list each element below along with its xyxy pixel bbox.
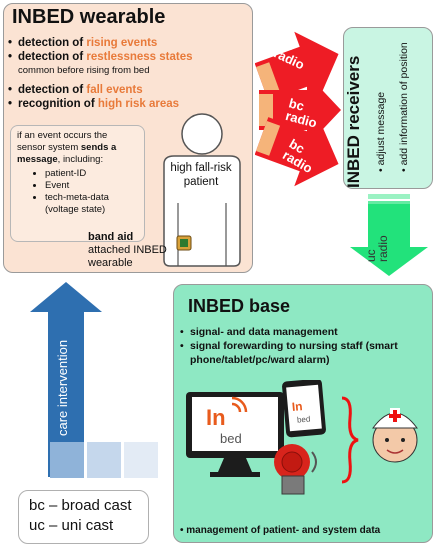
wearable-sensor-icon (176, 235, 192, 251)
band-aid-label: band aid attached INBED wearable (88, 231, 167, 269)
legend: bc – broad cast uc – uni cast (18, 490, 149, 544)
care-intervention-arrow (30, 282, 158, 478)
base-title: INBED base (188, 296, 291, 316)
legend-bc: bc – broad cast (29, 497, 132, 514)
base-feature-forward: signal forewarding to nursing staff (sma… (180, 339, 430, 367)
svg-text:In: In (291, 399, 303, 414)
receivers-title: INBED receivers (344, 55, 363, 188)
bc-radio-arrow-1 (255, 31, 339, 101)
care-intervention-label: care intervention (55, 339, 70, 436)
list-item: Event (45, 180, 138, 192)
patient-label: high fall-risk patient (170, 162, 232, 188)
unicast-arrow (350, 194, 428, 276)
base-feature-list: signal- and data management signal forew… (180, 325, 430, 367)
patient-figure (163, 113, 241, 267)
inbed-logo: In bed (206, 396, 248, 446)
patient-head-icon (181, 113, 223, 155)
feature-fall: detection of fall events (8, 83, 248, 97)
event-message-list: patient-ID Event tech-meta-data (voltage… (17, 168, 138, 216)
base-bottom-feature: • management of patient- and system data (180, 525, 381, 536)
list-item: tech-meta-data (voltage state) (45, 192, 138, 216)
receiver-feature-adjust: • adjust message (375, 91, 387, 172)
feature-restlessness: detection of restlessness states (8, 50, 248, 64)
receivers-panel (343, 27, 433, 189)
feature-rising: detection of rising events (8, 36, 248, 50)
receiver-feature-position: • add information of position (398, 42, 410, 172)
pc-monitor-icon (186, 392, 284, 477)
feature-risk-areas: recognition of high risk areas (8, 97, 248, 111)
svg-text:bed: bed (220, 431, 242, 446)
legend-uc: uc – uni cast (29, 517, 114, 534)
base-feature-signal: signal- and data management (180, 325, 430, 339)
bc-radio-arrow-3 (255, 117, 339, 187)
svg-text:In: In (206, 405, 226, 430)
ward-alarm-icon (274, 444, 317, 495)
svg-text:bed: bed (297, 415, 311, 425)
list-item: patient-ID (45, 168, 138, 180)
wearable-feature-list: detection of rising events detection of … (8, 36, 248, 111)
event-message-box: if an event occurs the sensor system sen… (10, 125, 145, 242)
devices-illustration: In bed In bed (186, 380, 418, 495)
bracket-icon (341, 396, 359, 484)
restlessness-note: common before rising from bed (18, 65, 150, 76)
broadcast-arrows (255, 31, 341, 187)
smartphone-icon: In bed (282, 380, 326, 438)
wearable-title: INBED wearable (12, 6, 166, 28)
nurse-icon (372, 408, 418, 463)
